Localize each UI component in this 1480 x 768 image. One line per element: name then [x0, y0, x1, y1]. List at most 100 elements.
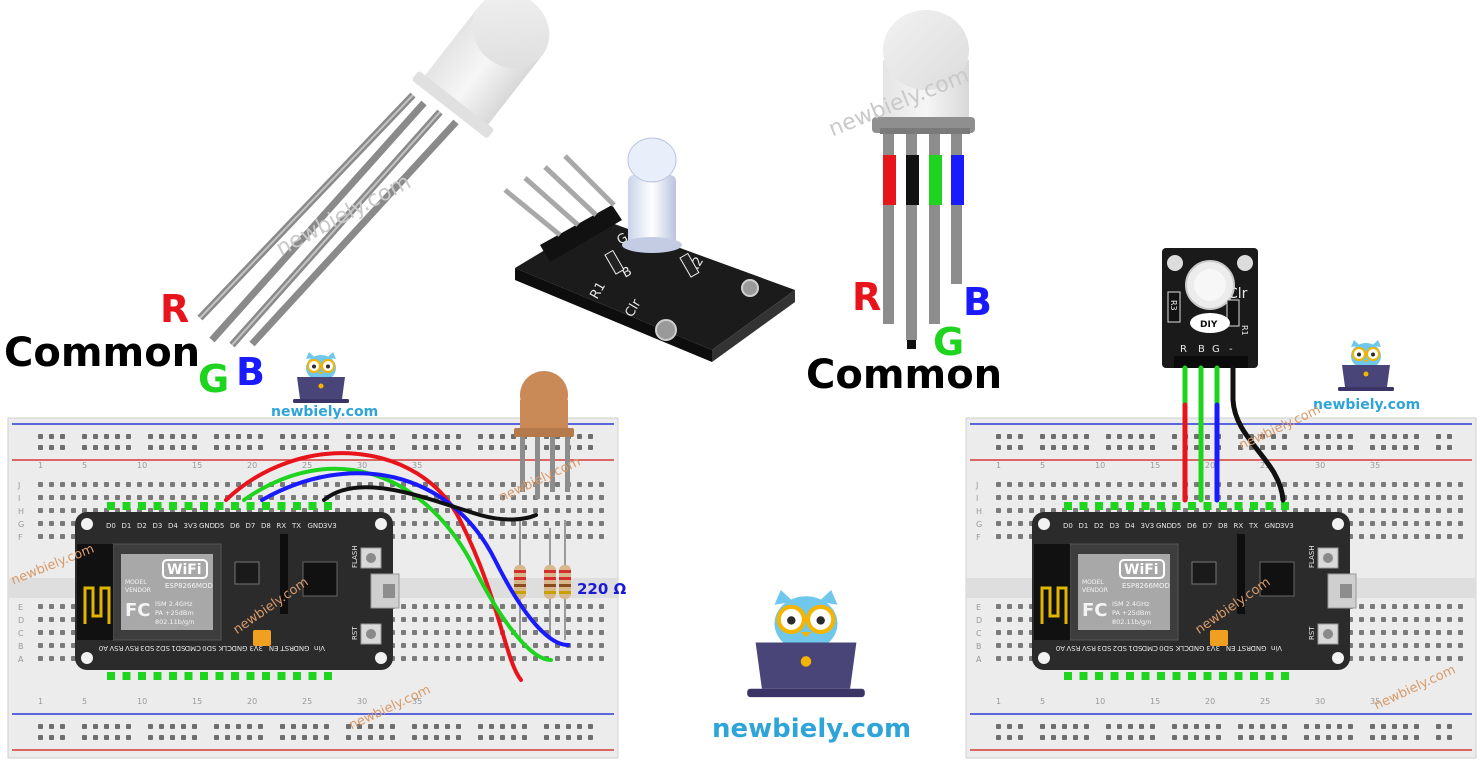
column-number: 15 [192, 697, 202, 706]
pin-label: D3 [153, 522, 163, 530]
label-g-left: G [198, 357, 230, 401]
owl-mascot-small-right-icon [1338, 340, 1394, 391]
svg-text:FC: FC [125, 600, 151, 621]
column-number: 35 [1370, 697, 1380, 706]
column-number: 10 [1095, 697, 1105, 706]
column-number: 5 [1040, 697, 1045, 706]
svg-text:PA +25dBm: PA +25dBm [155, 609, 194, 617]
rgb-module-photo: B G R2 R1 Clr [503, 137, 795, 362]
row-letter: A [976, 655, 982, 664]
rgb-led-left [197, 0, 550, 348]
svg-text:R3: R3 [1169, 300, 1178, 311]
pin-label: GND [308, 522, 324, 530]
svg-text:ISM 2.4GHz: ISM 2.4GHz [155, 600, 193, 608]
row-letter: I [18, 494, 20, 503]
led-leg-common [209, 100, 427, 343]
pin-label: D2 [1094, 522, 1104, 530]
rgb-module-front: Clr R1 R3 DIY R B G - [1162, 248, 1258, 368]
column-number: 1 [38, 461, 43, 470]
pin-label: D4 [1125, 522, 1135, 530]
pin-label: 3V3 [1141, 522, 1155, 530]
pin-label: A0 [99, 644, 108, 652]
left-wires [224, 451, 570, 682]
svg-text:ESP8266MOD: ESP8266MOD [165, 582, 213, 590]
pin-label: 3V3 [1280, 522, 1294, 530]
column-number: 20 [1205, 697, 1215, 706]
pin-label: SD3 [1097, 644, 1111, 652]
pin-label: CLK [218, 644, 232, 652]
pin-label: D3 [1110, 522, 1120, 530]
row-letter: F [976, 533, 981, 542]
row-letter: A [18, 655, 24, 664]
right-wires [1182, 365, 1286, 503]
svg-text:Clr: Clr [1228, 286, 1248, 302]
pin-label: 3V3 [323, 522, 337, 530]
center-led-leg-common [906, 134, 917, 340]
owl-mascot-small-left-icon [293, 352, 349, 403]
svg-text:R1: R1 [587, 280, 609, 302]
svg-text:MODEL: MODEL [1082, 579, 1104, 586]
pin-label: 3V3 [184, 522, 198, 530]
row-letter: H [18, 507, 24, 516]
column-number: 30 [357, 461, 367, 470]
pin-label: GND [231, 644, 247, 652]
column-number: 25 [302, 697, 312, 706]
pin-label: GND [1156, 522, 1172, 530]
column-number: 10 [1095, 461, 1105, 470]
center-led-leg-g [929, 134, 940, 324]
pin-label: A0 [1056, 644, 1065, 652]
resistor-body [514, 565, 526, 599]
pin-label: Vin [314, 644, 325, 652]
column-number: 20 [247, 461, 257, 470]
pin-label: SD3 [140, 644, 154, 652]
svg-text:PA +25dBm: PA +25dBm [1112, 609, 1151, 617]
column-number: 15 [1150, 697, 1160, 706]
pin-label: SD2 [1113, 644, 1127, 652]
pin-label: D1 [122, 522, 132, 530]
rst-label: RST [1308, 626, 1316, 640]
pin-label: GND [1188, 644, 1204, 652]
label-common-center: Common [806, 352, 1003, 398]
pin-label: D4 [168, 522, 178, 530]
pin-label: D5 [215, 522, 225, 530]
resistor-body [559, 565, 571, 599]
label-b-left: B [236, 350, 265, 394]
svg-text:VENDOR: VENDOR [1082, 587, 1108, 594]
pin-label: D1 [1079, 522, 1089, 530]
column-number: 30 [1315, 697, 1325, 706]
resistors-220 [514, 520, 571, 640]
column-number: 20 [1205, 461, 1215, 470]
svg-text:-: - [1229, 344, 1233, 355]
svg-text:DIY: DIY [1200, 320, 1218, 330]
row-letter: D [976, 616, 982, 625]
column-number: 20 [247, 697, 257, 706]
pin-label: GND [1265, 522, 1281, 530]
pin-label: D6 [230, 522, 240, 530]
pin-label: RST [1237, 644, 1251, 652]
wifi-logo-text: WiFi [167, 562, 202, 578]
column-number: 15 [192, 461, 202, 470]
column-number: 10 [137, 697, 147, 706]
row-letter: D [18, 616, 24, 625]
column-number: 5 [1040, 461, 1045, 470]
row-letter: J [17, 481, 20, 490]
rgb-led-center [872, 10, 975, 349]
row-letter: G [976, 520, 982, 529]
brand-text-large: newbiely.com [712, 714, 912, 744]
svg-text:R1: R1 [1240, 325, 1249, 336]
pin-label: RX [277, 522, 287, 530]
svg-text:FC: FC [1082, 600, 1108, 621]
pin-label: 3V3 [249, 644, 263, 652]
pin-label: SD1 [1128, 644, 1142, 652]
column-number: 10 [137, 461, 147, 470]
pin-label: D7 [246, 522, 256, 530]
nodemcu-board-left: D0A0D1RSVD2RSVD3SD3D4SD23V3SD1GNDCMDD5SD… [75, 502, 400, 680]
svg-text:802.11b/g/n: 802.11b/g/n [1112, 618, 1152, 626]
center-led-leg-b [951, 134, 962, 284]
pin-label: D7 [1203, 522, 1213, 530]
pin-label: EN [1226, 644, 1236, 652]
pin-label: GND [293, 644, 309, 652]
column-number: 15 [1150, 461, 1160, 470]
column-number: 1 [996, 697, 1001, 706]
